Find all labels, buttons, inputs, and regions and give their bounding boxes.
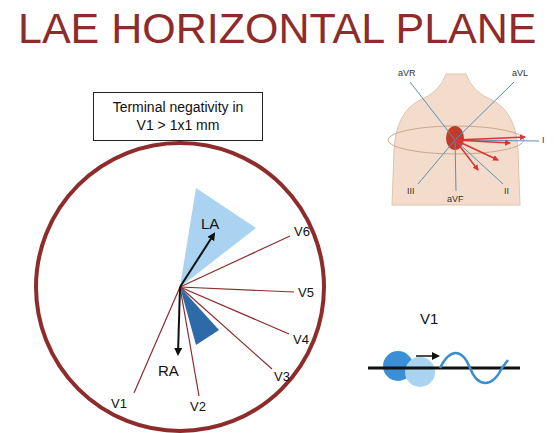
la-vector	[180, 234, 214, 287]
frontal-lead-label: aVR	[398, 68, 416, 78]
vector-label: LA	[201, 215, 219, 232]
lead-label: V1	[111, 397, 127, 412]
ra-vector	[178, 287, 180, 354]
frontal-lead-label: aVF	[447, 194, 464, 204]
vector-label: RA	[158, 362, 179, 379]
criteria-text: Terminal negativity in V1 > 1x1 mm	[103, 99, 253, 134]
left-atrium-wedge	[180, 188, 256, 287]
criteria-box: Terminal negativity in V1 > 1x1 mm	[93, 92, 263, 141]
frontal-lead-label: aVL	[512, 68, 528, 78]
lead-label: V4	[293, 333, 309, 348]
lead-label: V5	[298, 286, 314, 301]
lead-label: V1	[420, 310, 438, 327]
frontal-lead-label: I	[542, 135, 545, 145]
frontal-lead-label: II	[504, 186, 509, 196]
lead-label: V2	[190, 400, 206, 415]
frontal-lead-label: III	[407, 186, 415, 196]
torso-illustration	[388, 74, 539, 205]
title: LAE HORIZONTAL PLANE	[18, 4, 537, 53]
lead-label: V6	[294, 225, 310, 240]
lead-label: V3	[274, 370, 290, 385]
right-atrium-wedge	[180, 287, 219, 345]
horizontal-plane-circle	[36, 143, 324, 431]
p-wave-illustration	[368, 351, 520, 387]
